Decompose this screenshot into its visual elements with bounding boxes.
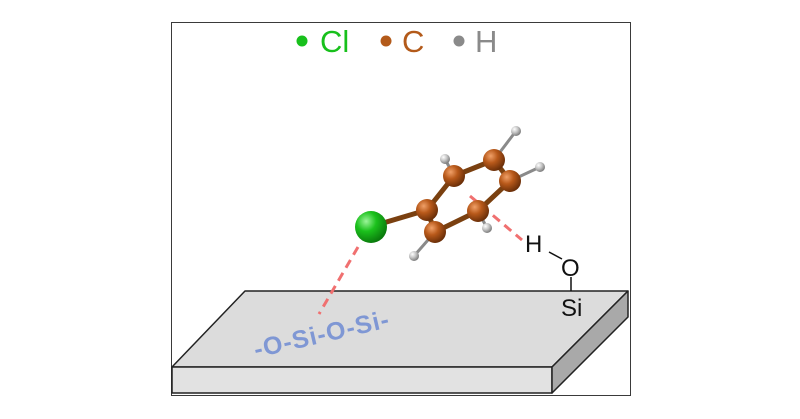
hydrogen-atoms — [409, 126, 545, 261]
chlorine-atom — [355, 211, 387, 243]
cl-surface-interaction — [317, 246, 360, 315]
hydrogen-atom — [482, 223, 492, 233]
carbon-atom — [499, 170, 521, 192]
legend-h-label: H — [475, 24, 497, 59]
legend-item-cl: Cl — [296, 24, 349, 59]
legend-item-h: H — [453, 24, 497, 59]
carbon-atoms — [416, 149, 521, 243]
carbon-atom — [443, 165, 465, 187]
silanol-o-label: O — [561, 255, 580, 282]
legend: Cl C H — [296, 24, 497, 59]
pi-hydroxyl-interaction — [469, 194, 523, 242]
interactions — [317, 194, 523, 315]
slab-side-face — [551, 290, 629, 394]
legend-item-c: C — [380, 24, 424, 59]
legend-h-marker — [453, 35, 465, 47]
legend-c-marker — [380, 35, 392, 47]
carbon-atom — [483, 149, 505, 171]
carbon-atom — [416, 199, 438, 221]
hydrogen-atom — [511, 126, 521, 136]
hydrogen-atom — [535, 162, 545, 172]
bonds — [370, 157, 513, 235]
silica-slab: -O-Si-O-Si- — [171, 290, 629, 394]
o-h-bond — [548, 251, 563, 260]
silanol-group: H O Si — [525, 231, 582, 322]
hydrogen-atom — [409, 251, 419, 261]
legend-cl-label: Cl — [320, 24, 349, 59]
legend-cl-marker — [296, 35, 308, 47]
chlorobenzene-molecule — [355, 126, 545, 261]
hydrogen-atom — [440, 154, 450, 164]
slab-front-face — [171, 366, 553, 394]
silanol-h-label: H — [525, 231, 542, 258]
carbon-atom — [424, 221, 446, 243]
carbon-atom — [467, 200, 489, 222]
silanol-si-label: Si — [561, 295, 582, 322]
legend-c-label: C — [402, 24, 424, 59]
slab-top-face — [171, 290, 629, 368]
